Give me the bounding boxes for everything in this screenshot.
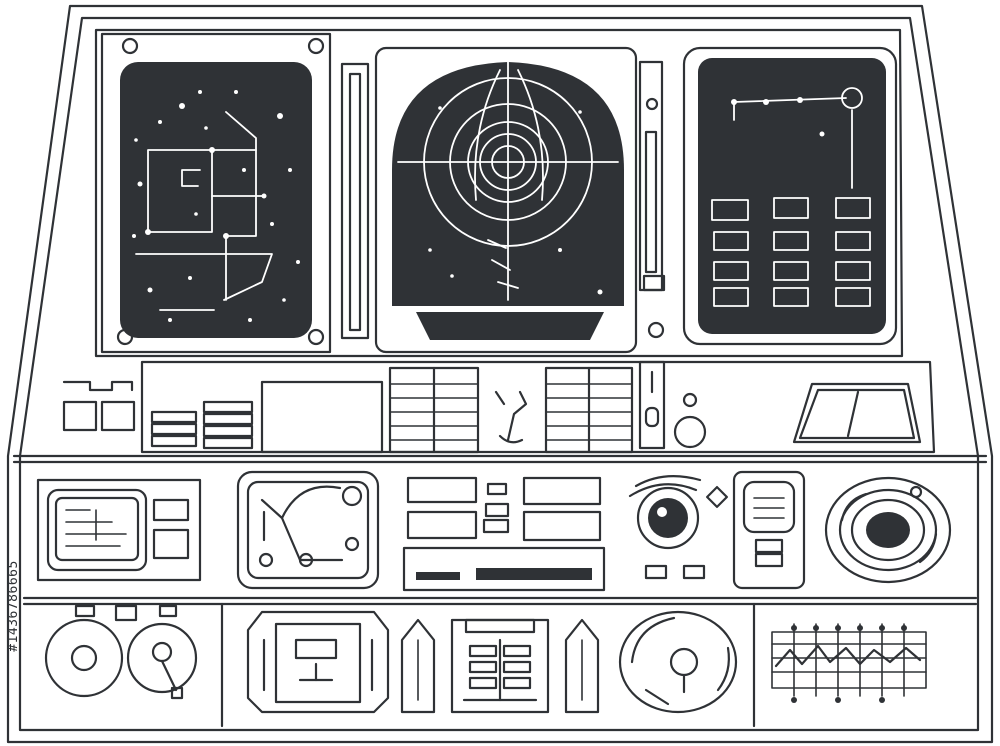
indicator-light — [682, 392, 698, 408]
angled-display — [792, 382, 922, 444]
status-cell-grid — [711, 197, 871, 307]
waveform-grid — [771, 623, 927, 703]
stock-id-label: #1436786665 — [6, 560, 21, 652]
toggle-box[interactable] — [732, 470, 806, 590]
lever-glyph[interactable] — [494, 390, 528, 444]
text-monitor — [36, 478, 202, 582]
digital-readout-bank — [402, 476, 606, 592]
vertical-slot-right — [638, 60, 666, 339]
blank-panel — [260, 380, 384, 454]
radar-scope — [374, 46, 638, 354]
rotary-dial-knob[interactable] — [824, 476, 952, 584]
tape-reels[interactable] — [44, 604, 198, 700]
lower-instrument-row — [36, 470, 952, 592]
switch-column[interactable] — [638, 360, 666, 450]
stack-buttons-a[interactable] — [150, 410, 198, 448]
pylon-right — [564, 618, 600, 714]
console-housing — [6, 4, 994, 744]
grid-status-screen — [682, 46, 898, 346]
star-map-screen — [100, 32, 332, 354]
pylon-left — [400, 618, 436, 714]
slider-bank-right[interactable] — [544, 366, 634, 454]
round-button[interactable] — [673, 415, 707, 449]
lens-gauge[interactable] — [628, 475, 728, 580]
circuit-pad — [236, 470, 380, 590]
vertical-slot-left — [340, 62, 370, 340]
slider-bank-left[interactable] — [388, 366, 480, 454]
bottom-row — [44, 602, 927, 728]
switch-matrix[interactable] — [450, 618, 550, 714]
round-selector[interactable] — [618, 610, 738, 714]
stack-buttons-b[interactable] — [202, 400, 254, 450]
cargo-module — [246, 610, 390, 714]
middle-control-strip — [62, 360, 936, 454]
